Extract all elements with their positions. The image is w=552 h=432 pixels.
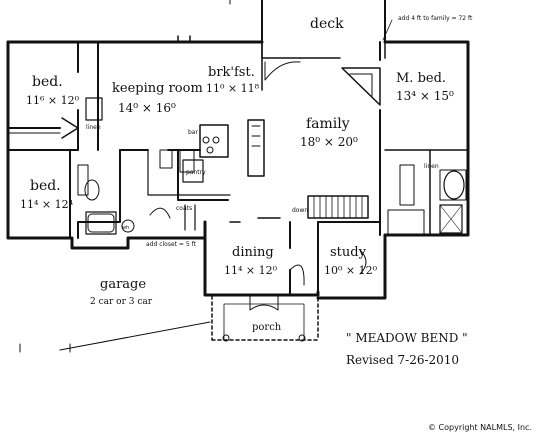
title-block: " MEADOW BEND " Revised 7-26-2010 © Copy… [346, 331, 532, 432]
closet-note: add closet = 5 ft [146, 241, 197, 248]
linen-label-left: linen [86, 124, 101, 131]
revised-date: Revised 7-26-2010 [346, 353, 459, 367]
pantry-label: pantry [186, 169, 206, 176]
dining-size: 11⁴ × 12⁰ [224, 264, 278, 277]
linen-label-right: linen [424, 163, 439, 170]
bed-1-size: 11⁶ × 12⁰ [26, 94, 80, 107]
deck-label: deck [310, 16, 344, 32]
brkfst-name: brk'fst. [208, 65, 255, 80]
walls [6, 0, 470, 353]
plan-title: " MEADOW BEND " [346, 331, 468, 345]
copyright-watermark: © Copyright NALMLS, Inc. [428, 423, 532, 432]
annotations: linen linen bar pantry coats down wh add… [86, 15, 473, 248]
dining-name: dining [232, 245, 274, 260]
family-name: family [306, 116, 350, 132]
study-name: study [330, 245, 367, 260]
master-bed-size: 13⁴ × 15⁰ [396, 89, 454, 103]
coats-label: coats [176, 205, 192, 212]
bed-1-name: bed. [32, 74, 63, 90]
bed-2-size: 11⁴ × 12⁴ [20, 198, 74, 211]
down-label: down [292, 207, 308, 214]
brkfst-size: 11⁰ × 11⁸ [206, 82, 260, 95]
deck-note: add 4 ft to family = 72 ft [398, 15, 473, 22]
bar-label: bar [188, 129, 198, 136]
family-size: 18⁰ × 20⁰ [300, 135, 358, 149]
keeping-room-name: keeping room [112, 81, 203, 96]
porch-name: porch [252, 322, 282, 333]
garage-size: 2 car or 3 car [90, 297, 153, 307]
room-labels: deck bed. 11⁶ × 12⁰ keeping room 14⁰ × 1… [20, 16, 454, 333]
garage-name: garage [100, 277, 146, 292]
keeping-room-size: 14⁰ × 16⁰ [118, 101, 176, 115]
study-size: 10⁰ × 12⁰ [324, 264, 378, 277]
master-bed-name: M. bed. [396, 71, 446, 86]
bed-2-name: bed. [30, 178, 61, 194]
water-heater-label: wh [122, 225, 129, 231]
